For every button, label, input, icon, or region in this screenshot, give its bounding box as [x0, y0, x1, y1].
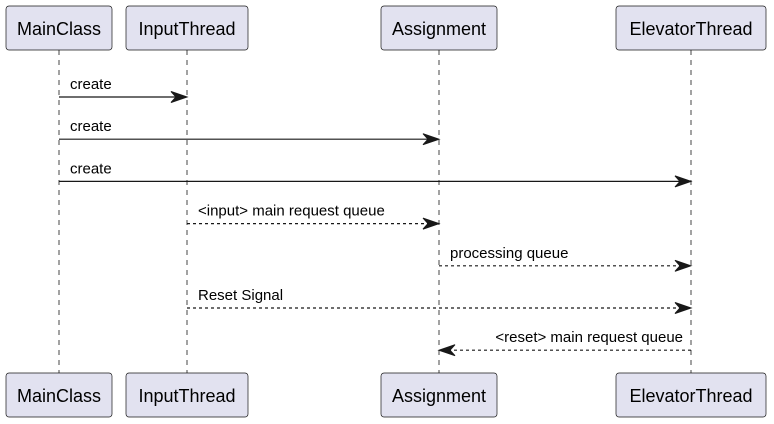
participant-box — [5, 5, 113, 51]
message-5: processing queue — [439, 245, 693, 272]
message-1: create — [59, 76, 189, 103]
arrowhead — [170, 91, 189, 103]
arrowhead — [674, 259, 693, 272]
message-label: <input> main request queue — [198, 203, 385, 220]
participant-box — [125, 5, 249, 51]
arrowhead — [422, 217, 441, 230]
participant-label: ElevatorThread — [629, 386, 752, 406]
arrowhead — [674, 175, 693, 188]
participant-assign-bottom: Assignment — [380, 372, 498, 418]
participants-top: MainClass InputThread Assignment ElevatorTh… — [5, 5, 767, 51]
participant-main-bottom: MainClass — [5, 372, 113, 418]
participant-main-top: MainClass — [5, 5, 113, 51]
message-label: <reset> main request queue — [495, 329, 683, 346]
message-label: create — [70, 76, 112, 93]
participant-box — [125, 372, 249, 418]
participant-box — [380, 5, 498, 51]
message-7: <reset> main request queue — [437, 329, 691, 357]
participant-label: Assignment — [392, 386, 486, 406]
messages: create create create <input> main request q… — [59, 76, 693, 357]
arrowhead — [437, 344, 456, 357]
participant-label: MainClass — [17, 19, 101, 39]
participant-box — [5, 372, 113, 418]
participant-label: MainClass — [17, 386, 101, 406]
participant-label: ElevatorThread — [629, 19, 752, 39]
participant-input-bottom: InputThread — [125, 372, 249, 418]
message-6: Reset Signal — [187, 287, 693, 314]
participant-elev-bottom: ElevatorThread — [615, 372, 767, 418]
message-label: Reset Signal — [198, 287, 283, 304]
lifelines — [58, 50, 692, 373]
participant-box — [380, 372, 498, 418]
message-2: create — [59, 118, 441, 146]
message-4: <input> main request queue — [187, 203, 441, 230]
participant-label: Assignment — [392, 19, 486, 39]
message-3: create — [59, 160, 693, 188]
message-label: processing queue — [450, 245, 568, 262]
participant-box — [615, 372, 767, 418]
participant-label: InputThread — [138, 19, 235, 39]
participant-elev-top: ElevatorThread — [615, 5, 767, 51]
participant-label: InputThread — [138, 386, 235, 406]
message-label: create — [70, 118, 112, 135]
participant-box — [615, 5, 767, 51]
participants-bottom: MainClass InputThread Assignment ElevatorTh… — [5, 372, 767, 418]
participant-input-top: InputThread — [125, 5, 249, 51]
arrowhead — [674, 302, 693, 314]
message-label: create — [70, 160, 112, 177]
participant-assign-top: Assignment — [380, 5, 498, 51]
arrowhead — [422, 133, 441, 146]
